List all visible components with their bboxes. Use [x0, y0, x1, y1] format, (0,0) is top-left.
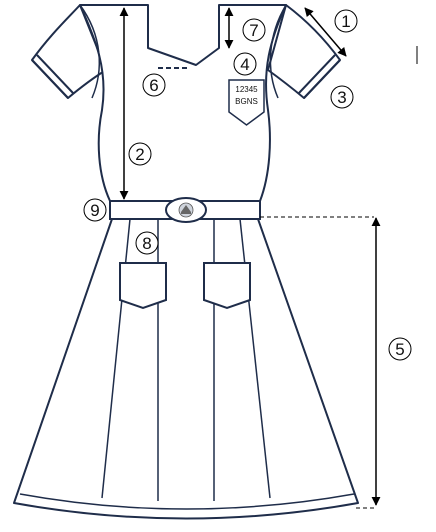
svg-text:1: 1 — [341, 12, 350, 31]
badge-line-2: BGNS — [235, 97, 258, 106]
svg-text:9: 9 — [90, 201, 99, 220]
right-pocket — [203, 262, 251, 310]
skirt-hem — [19, 493, 355, 510]
svg-text:6: 6 — [149, 76, 158, 95]
svg-text:8: 8 — [142, 234, 151, 253]
left-armhole-seam — [79, 4, 100, 99]
callout-9: 9 — [83, 198, 107, 222]
callout-7: 7 — [242, 18, 266, 42]
callout-5: 5 — [388, 337, 412, 361]
badge-line-1: 12345 — [235, 85, 258, 94]
callout-6: 6 — [142, 73, 166, 97]
skirt — [13, 218, 359, 520]
buckle-emblem-icon — [178, 202, 194, 218]
svg-text:7: 7 — [249, 21, 258, 40]
callout-1: 1 — [334, 9, 358, 33]
svg-text:3: 3 — [337, 88, 346, 107]
right-armhole-seam — [269, 4, 287, 99]
svg-text:2: 2 — [135, 145, 144, 164]
left-pocket — [119, 262, 167, 310]
callout-4: 4 — [233, 52, 257, 76]
callout-3: 3 — [330, 85, 354, 109]
left-sleeve-band — [31, 54, 74, 99]
svg-text:4: 4 — [240, 55, 249, 74]
sleeve-length-arrow — [304, 7, 347, 57]
callout-2: 2 — [128, 142, 152, 166]
name-badge — [228, 79, 265, 126]
svg-text:5: 5 — [395, 340, 404, 359]
right-sleeve-band — [298, 54, 341, 99]
callout-8: 8 — [135, 231, 159, 255]
